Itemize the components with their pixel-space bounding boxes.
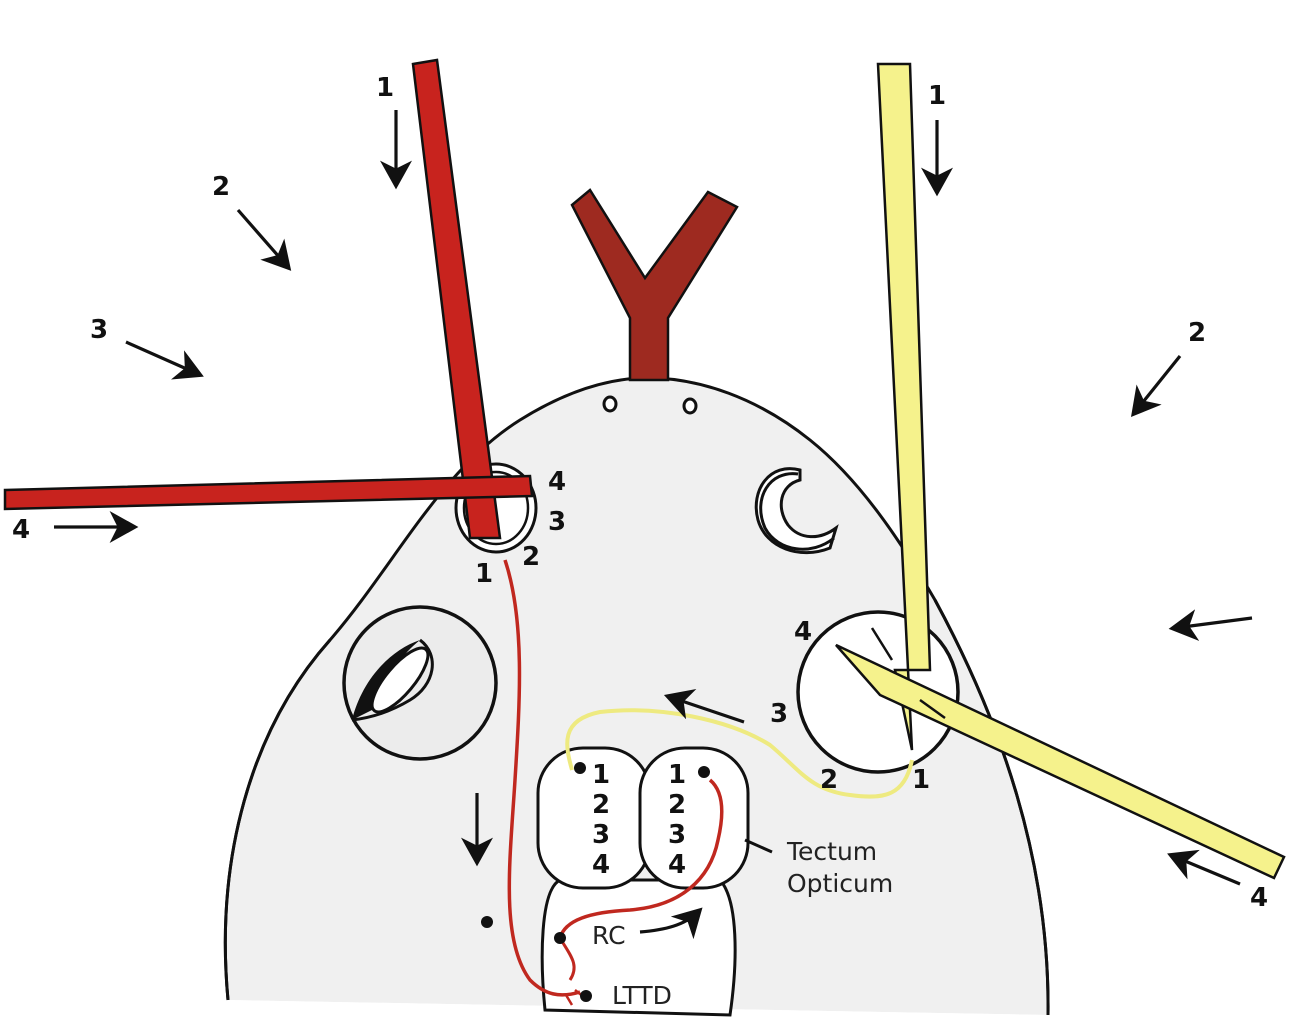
arrow-left-3 <box>125 340 204 380</box>
tectum-right-lobe <box>638 746 750 890</box>
tectum-right-layer-2: 2 <box>668 790 686 820</box>
left-position-4: 4 <box>12 515 30 545</box>
right-position-1: 1 <box>928 81 946 111</box>
tectum-left-layer-2: 2 <box>592 790 610 820</box>
rc-dot <box>554 932 566 944</box>
tectum-left-layer-1: 1 <box>592 760 610 790</box>
rc-label: RC <box>592 921 626 950</box>
tectum-right-layer-4: 4 <box>668 850 686 880</box>
arrow-right-2 <box>1130 354 1182 417</box>
right-receptor-1: 1 <box>912 765 930 795</box>
tectum-right-layer-3: 3 <box>668 820 686 850</box>
right-position-4: 4 <box>1250 883 1268 913</box>
left-receptor-1: 1 <box>475 559 493 589</box>
lone-dot <box>481 916 493 928</box>
right-stimulus-beam-4 <box>835 643 1286 880</box>
right-receptor-3: 3 <box>770 699 788 729</box>
arrow-rc <box>639 907 703 940</box>
left-receptor-3: 3 <box>548 507 566 537</box>
tectum-label-line2: Opticum <box>787 869 893 898</box>
arrow-right-3 <box>663 689 745 724</box>
left-stimulus-beam-4 <box>3 474 534 511</box>
tectum-left-layer-3: 3 <box>592 820 610 850</box>
left-receptor-2: 2 <box>522 542 540 572</box>
lttd-dot <box>580 990 592 1002</box>
arrow-right-4 <box>1167 849 1241 886</box>
tectum-label-line1: Tectum <box>786 837 877 866</box>
left-eye <box>342 605 498 761</box>
right-stimulus-beam-1 <box>876 62 932 751</box>
red-projection-fiber <box>558 778 724 939</box>
yellow-afferent-fiber <box>565 708 914 799</box>
tectum-right-dot <box>698 766 710 778</box>
tectum-leader-line <box>744 838 773 854</box>
nostril-right <box>682 397 698 415</box>
right-receptor-2: 2 <box>820 765 838 795</box>
arrow-left-2 <box>236 208 292 271</box>
left-position-1: 1 <box>376 73 394 103</box>
left-receptor-4: 4 <box>548 467 566 497</box>
left-stimulus-beam-1 <box>411 58 502 540</box>
tectum-left-layer-4: 4 <box>592 850 610 880</box>
arrow-right-mid <box>1168 609 1253 641</box>
forked-stimulus-rod <box>570 188 739 382</box>
lttd-label: LTTD <box>612 981 672 1010</box>
left-position-2: 2 <box>212 172 230 202</box>
nostril-left <box>602 395 618 413</box>
red-afferent-fiber <box>503 559 581 997</box>
stimulus-arrows <box>54 110 1253 940</box>
tectum-right-layer-1: 1 <box>668 760 686 790</box>
right-position-2: 2 <box>1188 318 1206 348</box>
right-pit-notch <box>754 467 839 555</box>
tectum-left-dot <box>574 762 586 774</box>
left-position-3: 3 <box>90 315 108 345</box>
right-receptor-4: 4 <box>794 617 812 647</box>
